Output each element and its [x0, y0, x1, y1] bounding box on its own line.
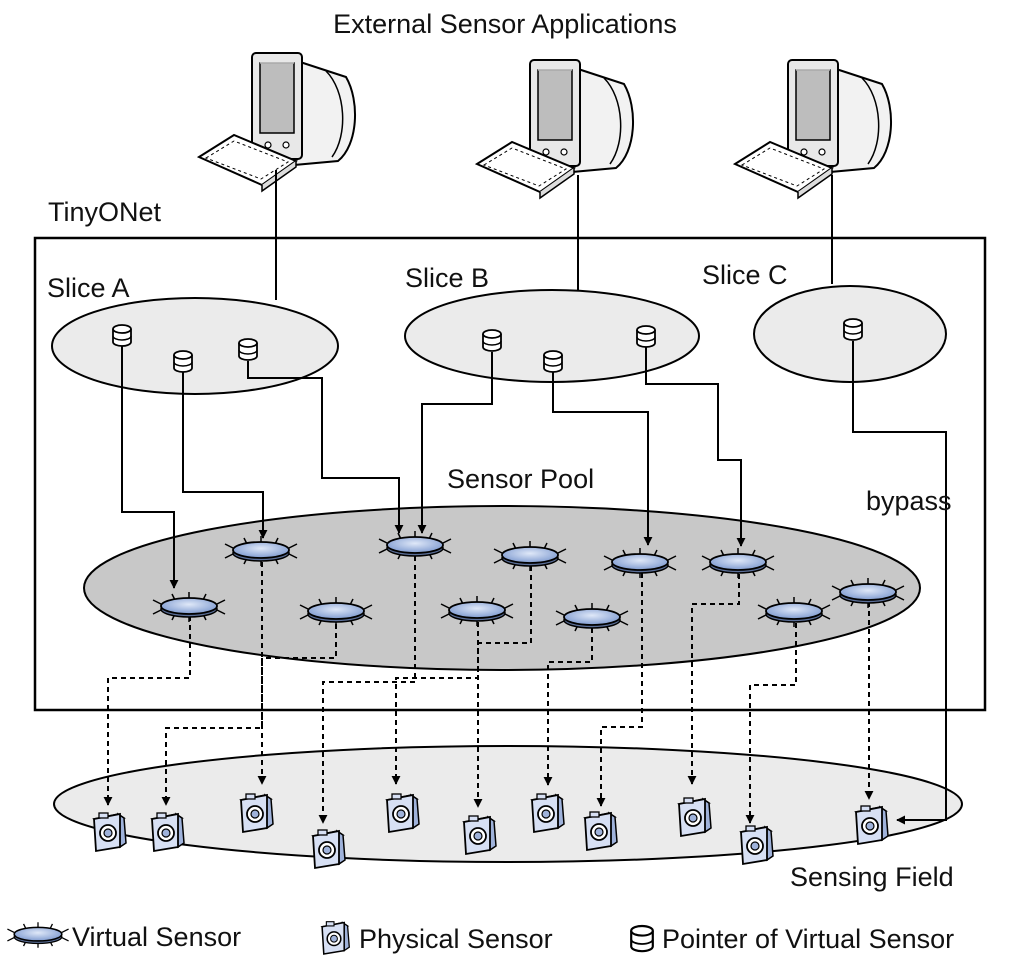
mapping-link	[745, 623, 797, 824]
physical-sensor-icon	[584, 811, 618, 851]
mapping-link	[473, 566, 532, 808]
physical-sensor-icon	[93, 812, 127, 852]
pointer-icon	[112, 324, 132, 347]
computer-icon	[734, 59, 893, 199]
slice-b-label: Slice B	[405, 263, 489, 293]
mapping-link	[161, 624, 337, 806]
mapping-link	[596, 573, 643, 807]
physical-sensor-icon	[386, 793, 420, 833]
sensing-field-label: Sensing Field	[790, 862, 954, 892]
physical-sensor-icon	[678, 797, 712, 837]
slice-a-label: Slice A	[47, 273, 130, 303]
pointer-icon	[482, 329, 502, 352]
sensor-pool-label: Sensor Pool	[447, 464, 594, 494]
pointer-link	[247, 361, 404, 534]
mapping-link	[318, 556, 416, 824]
pointer-icon	[843, 318, 863, 341]
external-applications	[198, 52, 893, 300]
computer-icon	[198, 52, 357, 192]
pointer-icon	[173, 350, 193, 373]
computer-icon	[476, 59, 635, 199]
system-label: TinyONet	[48, 197, 162, 227]
physical-sensor-icon	[740, 825, 774, 865]
slice-c-label: Slice C	[702, 260, 788, 290]
sensor-pool	[83, 505, 921, 671]
physical-sensor-icon	[240, 793, 274, 833]
pointer-icon	[238, 338, 258, 361]
mapping-link	[103, 616, 191, 806]
pointer-link	[121, 345, 179, 589]
mapping-links	[103, 556, 874, 824]
mapping-link	[687, 574, 740, 785]
pointer-link	[417, 352, 493, 534]
physical-sensor-icon	[855, 805, 889, 845]
mapping-link	[543, 628, 593, 786]
slices: Slice A Slice B Slice C	[47, 260, 947, 395]
legend-physical-sensor-label: Physical Sensor	[359, 924, 553, 954]
legend-virtual-sensor-icon	[6, 921, 70, 949]
legend-physical-sensor-icon	[321, 920, 351, 955]
pointer-icon	[636, 325, 656, 348]
sensing-field	[53, 745, 963, 863]
legend-pointer-label: Pointer of Virtual Sensor	[662, 924, 954, 954]
tinyonet-box	[33, 236, 987, 712]
pointer-link	[645, 347, 746, 547]
pointer-link	[182, 371, 268, 539]
physical-sensor-icon	[463, 815, 497, 855]
slice-a	[51, 297, 339, 395]
physical-sensor-icon	[151, 812, 185, 852]
bypass-link	[852, 341, 947, 825]
legend-pointer-icon	[630, 924, 654, 953]
physical-sensor-icon	[312, 829, 346, 869]
pointer-icon	[543, 350, 563, 373]
pointer-link	[552, 372, 653, 546]
bypass-label: bypass	[866, 486, 952, 516]
diagram-title: External Sensor Applications	[333, 9, 677, 39]
physical-sensor-icon	[531, 793, 565, 833]
legend: Virtual Sensor Physical Sensor Pointer o…	[6, 920, 954, 955]
pointer-links	[121, 341, 947, 825]
legend-virtual-sensor-label: Virtual Sensor	[72, 922, 241, 952]
